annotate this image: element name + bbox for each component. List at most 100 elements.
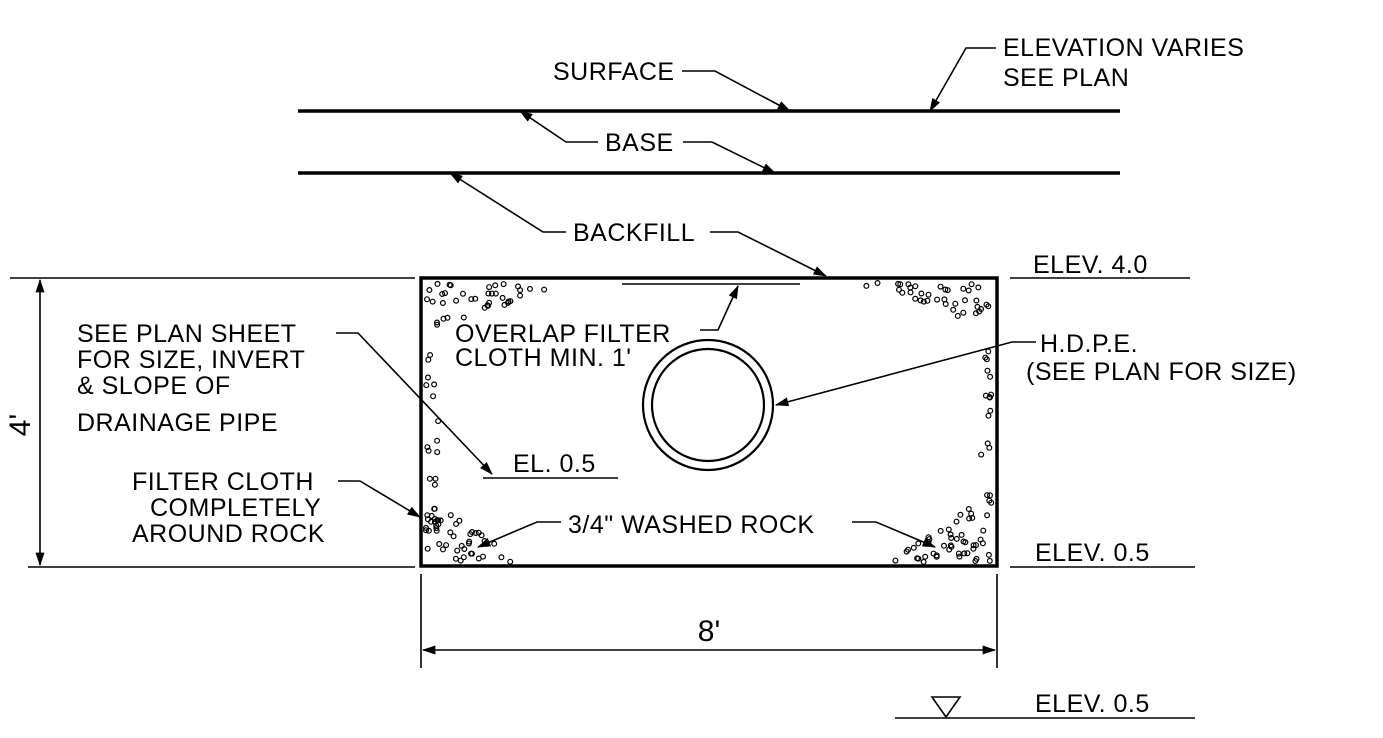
rock-dot	[436, 540, 443, 547]
rock-dot	[937, 283, 944, 290]
rock-dot	[984, 492, 991, 499]
filter-cloth-leader	[338, 480, 421, 518]
rock-dot	[429, 298, 436, 305]
see-plan-sheet-label-4: DRAINAGE PIPE	[77, 409, 278, 437]
rock-leader-right	[852, 521, 937, 548]
rock-dot	[986, 497, 993, 504]
rock-dot	[968, 281, 975, 288]
rock-dot	[960, 309, 967, 316]
hdpe-leader	[774, 341, 1036, 407]
rock-dot	[973, 555, 980, 562]
rock-dot	[987, 373, 994, 380]
rock-texture-bottom-right	[892, 492, 995, 565]
rock-dot	[984, 512, 991, 519]
rock-dot	[442, 290, 449, 297]
rock-dot	[897, 281, 904, 288]
rock-dot	[434, 449, 441, 456]
rock-dot	[453, 297, 460, 304]
rock-dot	[526, 285, 533, 292]
rock-dot	[910, 544, 917, 551]
rock-dot	[452, 555, 459, 562]
rock-dot	[920, 298, 927, 305]
rock-dot	[983, 301, 990, 308]
overlap-label: OVERLAP FILTER	[455, 320, 671, 348]
overlap-label-2: CLOTH MIN. 1'	[455, 344, 632, 372]
rock-dot	[947, 542, 954, 549]
rock-dot	[434, 437, 441, 444]
rock-dot	[962, 539, 969, 546]
elevation-varies-label: ELEVATION VARIES	[1003, 34, 1244, 62]
rock-dot	[446, 281, 453, 288]
rock-dot	[467, 531, 474, 538]
rock-dot	[975, 284, 982, 291]
rock-dot	[423, 527, 430, 534]
rock-dot	[472, 529, 479, 536]
width-dim-label: 8'	[698, 615, 720, 648]
see-plan-sheet-label-2: FOR SIZE, INVERT	[77, 346, 305, 374]
rock-dot	[440, 315, 447, 322]
rock-dot	[439, 291, 446, 298]
rock-dot	[970, 545, 977, 552]
backfill-leader-right	[710, 231, 828, 277]
rock-dot	[439, 300, 446, 307]
rock-dot	[980, 527, 987, 534]
water-triangle-icon	[930, 696, 962, 719]
rock-dot	[425, 374, 432, 381]
rock-dot	[517, 292, 524, 299]
rock-dot	[904, 546, 911, 553]
rock-dot	[454, 547, 461, 554]
rock-dot	[485, 290, 492, 297]
rock-dot	[987, 407, 994, 414]
rock-dot	[965, 506, 972, 513]
rock-dot	[957, 511, 964, 518]
rock-dot	[956, 553, 963, 560]
rock-texture-bottom-left	[423, 505, 514, 565]
filter-cloth-label-2: COMPLETELY	[150, 494, 321, 522]
see-plan-sheet-label-3: & SLOPE OF	[77, 372, 231, 400]
rock-dot	[481, 537, 488, 544]
rock-dot	[961, 550, 968, 557]
rock-dot	[424, 545, 431, 552]
rock-dot	[431, 481, 438, 488]
water-elev-label: ELEV. 0.5	[1035, 690, 1150, 718]
rock-dot	[456, 517, 463, 524]
rock-dot	[444, 314, 451, 321]
rock-dot	[961, 297, 968, 304]
rock-dot	[434, 319, 441, 326]
rock-dot	[443, 542, 450, 549]
rock-dot	[944, 287, 951, 294]
rock-dot	[937, 527, 944, 534]
rock-dot	[920, 558, 927, 565]
rock-dot	[434, 321, 441, 328]
rock-dot	[492, 282, 499, 289]
rock-dot	[430, 393, 437, 400]
rock-dot	[491, 540, 498, 547]
rock-dot	[427, 352, 434, 359]
rock-dot	[472, 295, 479, 302]
rock-dot	[425, 447, 432, 454]
rock-dot	[955, 550, 962, 557]
rock-dot	[925, 539, 932, 546]
rock-dot	[917, 297, 924, 304]
rock-dot	[431, 381, 438, 388]
surface-leader	[682, 70, 791, 112]
rock-dot	[437, 517, 444, 524]
rock-dot	[953, 518, 960, 525]
rock-dot	[954, 312, 961, 319]
rock-dot	[498, 554, 505, 561]
elev-bottom-label: ELEV. 0.5	[1035, 539, 1150, 567]
rock-dot	[941, 296, 948, 303]
rock-texture-left-edge	[423, 352, 442, 488]
hdpe-pipe-inner	[650, 347, 766, 463]
rock-dot	[475, 555, 482, 562]
rock-dot	[986, 557, 993, 564]
rock-dot	[426, 475, 433, 482]
rock-dot	[895, 280, 902, 287]
rock-dot	[985, 412, 992, 419]
rock-dot	[453, 520, 460, 527]
rock-leader-left	[476, 521, 561, 548]
rock-texture-top-right	[863, 280, 992, 319]
rock-dot	[424, 516, 431, 523]
rock-dot	[968, 510, 975, 517]
